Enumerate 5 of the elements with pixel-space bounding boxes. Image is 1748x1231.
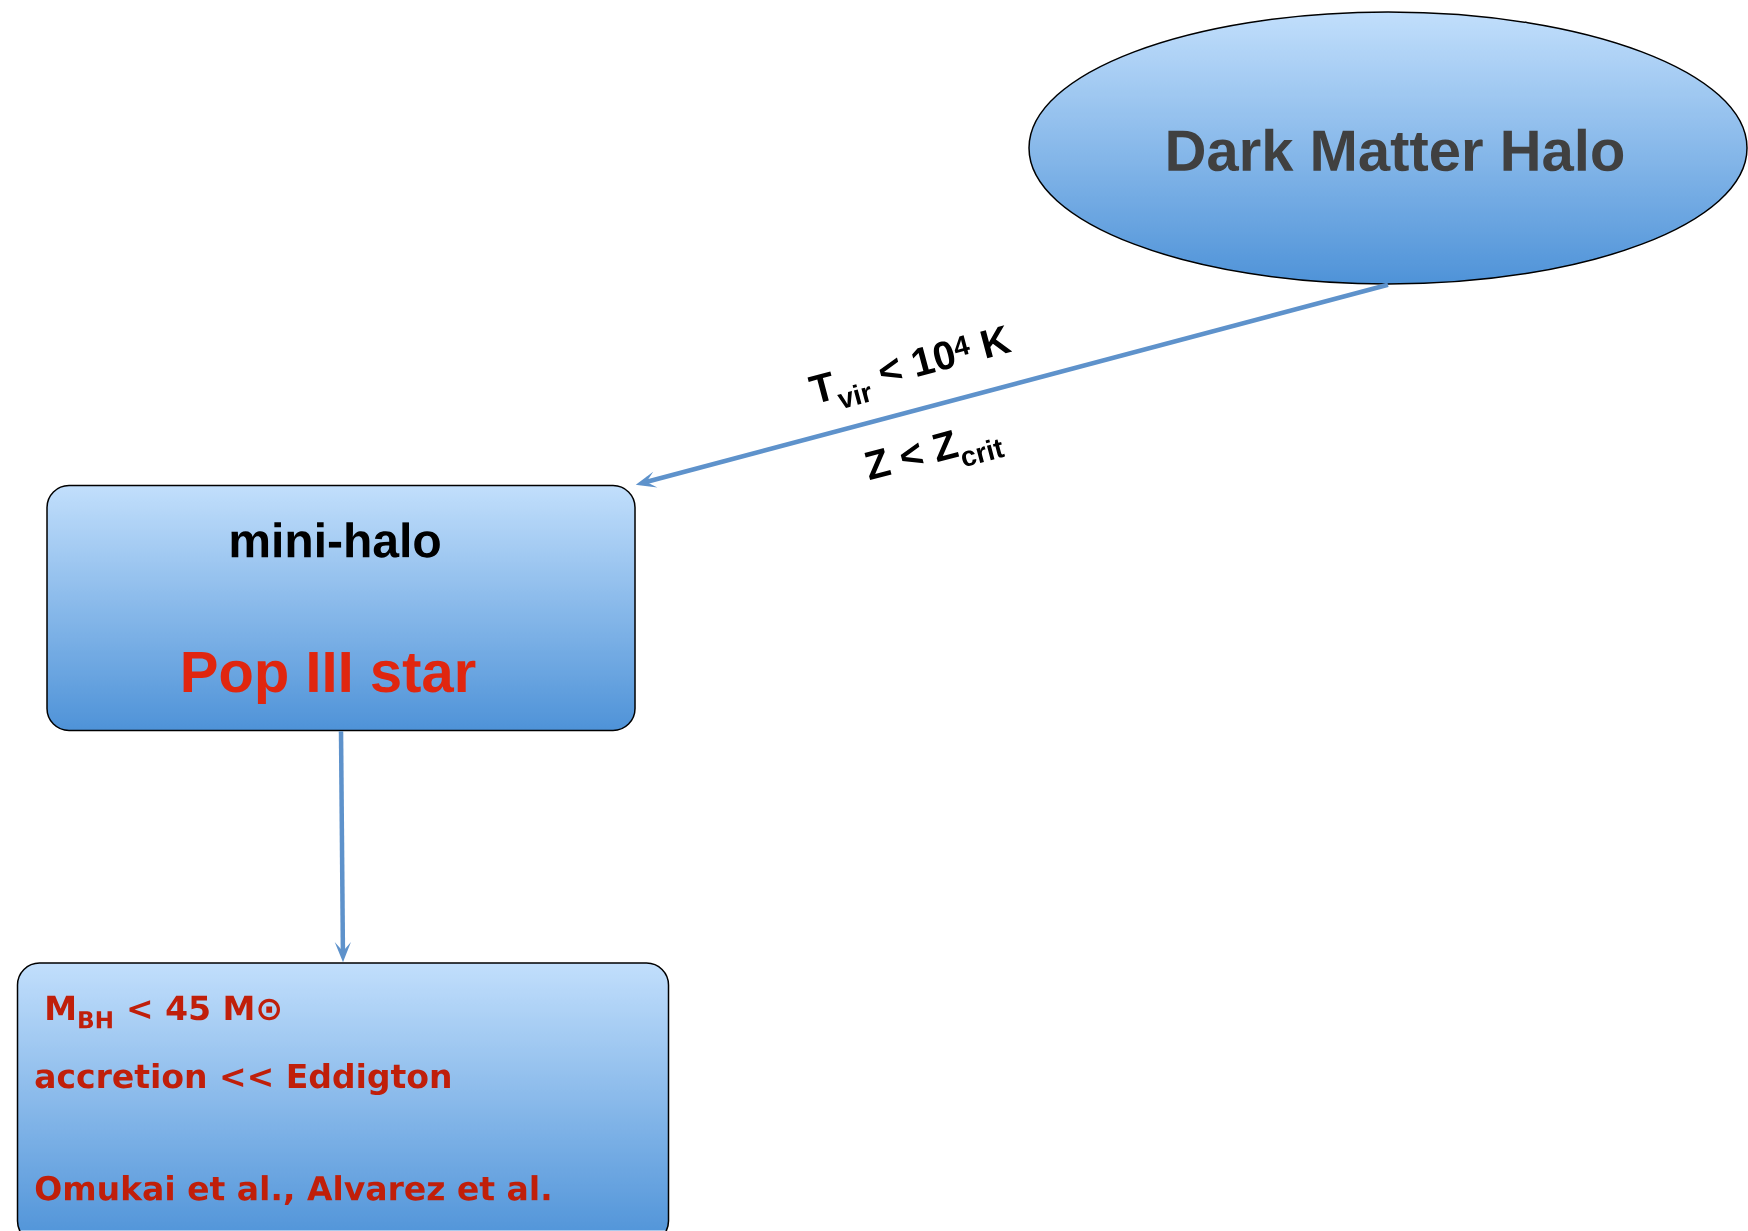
process-box: M$_{BH}$ < 45 M⊙ accretion << Eddigton Omukai et al., Alvarez et al. bbox=[16, 962, 670, 1231]
ellipse-node: Dark Matter Halo bbox=[1028, 11, 1748, 285]
edge-label: T$_{vir}$ < 10$^{4}$ K bbox=[807, 325, 1013, 408]
process-box: mini-halo Pop III star bbox=[46, 484, 636, 732]
condition-label: Z < Z$_{crit}$ bbox=[864, 430, 1005, 481]
